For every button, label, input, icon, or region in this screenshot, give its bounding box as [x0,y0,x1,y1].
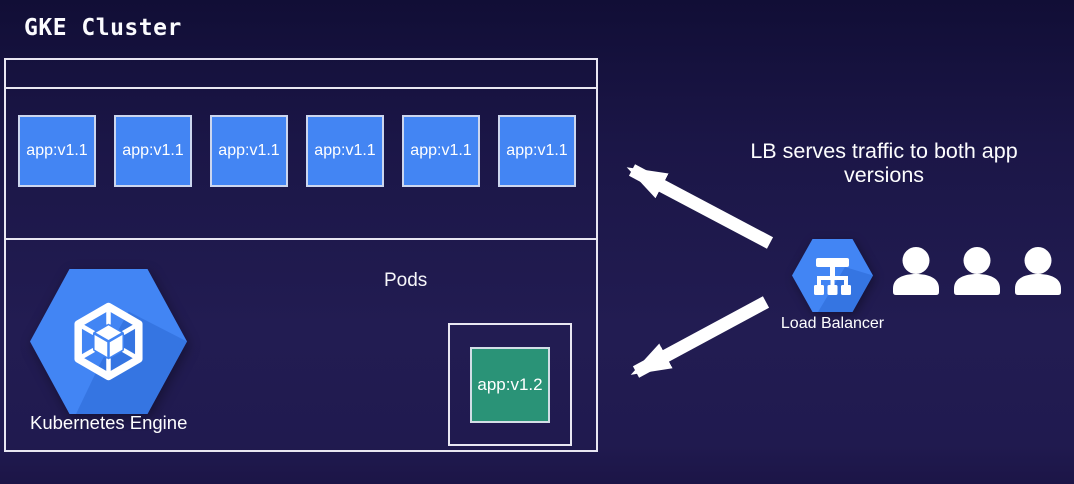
pod-v2-label: app:v1.2 [477,374,543,394]
pod-v1: app:v1.1 [114,115,192,187]
lb-annotation: LB serves traffic to both app versions [750,139,1018,187]
pod-v1: app:v1.1 [402,115,480,187]
pods-label: Pods [384,270,428,291]
pod-v1-label: app:v1.1 [506,142,568,159]
kubernetes-engine-icon [30,269,187,414]
cluster-header-strip [6,60,596,89]
v1-pods-row: app:v1.1 app:v1.1 app:v1.1 app:v1.1 app:… [6,89,596,240]
arrow-to-v2-pod [630,296,770,378]
pod-v1-label: app:v1.1 [26,142,88,159]
load-balancer-icon [792,239,873,312]
cluster-lower-section: Pods [6,240,596,450]
users-group [892,247,1062,295]
pod-v1: app:v1.1 [306,115,384,187]
pod-v1: app:v1.1 [18,115,96,187]
load-balancer-label: Load Balancer [780,315,885,332]
pod-v1: app:v1.1 [210,115,288,187]
page-title: GKE Cluster [24,15,182,41]
pod-v1: app:v1.1 [498,115,576,187]
pod-v2: app:v1.2 [470,346,550,423]
pod-v1-label: app:v1.1 [122,142,184,159]
gke-cluster-box: app:v1.1 app:v1.1 app:v1.1 app:v1.1 app:… [4,58,598,452]
pod-v1-label: app:v1.1 [218,142,280,159]
v2-pod-container: app:v1.2 [448,323,572,446]
pod-v1-label: app:v1.1 [314,142,376,159]
user-icon [1015,247,1061,295]
kubernetes-engine-label: Kubernetes Engine [30,412,188,433]
pod-v1-label: app:v1.1 [410,142,472,159]
user-icon [893,247,939,295]
user-icon [954,247,1000,295]
